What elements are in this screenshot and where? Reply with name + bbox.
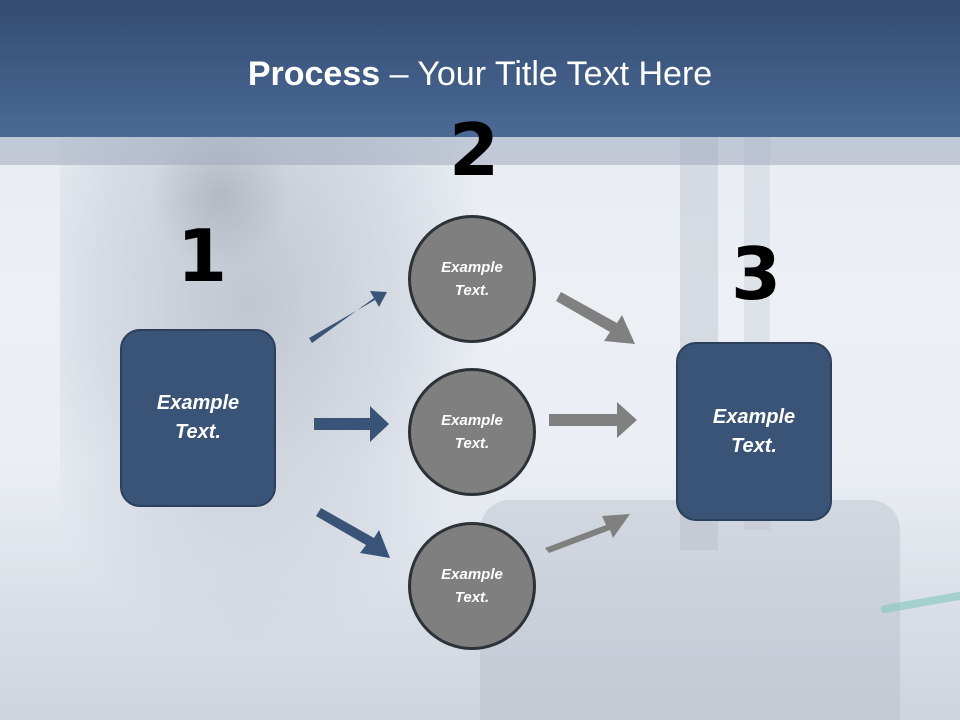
step-2-circle-bottom: Example Text. xyxy=(408,522,536,650)
circle-middle-text: Example Text. xyxy=(441,412,503,452)
step-2-circle-middle: Example Text. xyxy=(408,368,536,496)
arrow-to-bottom-circle xyxy=(316,508,390,558)
slide-title-rest: – Your Title Text Here xyxy=(380,55,713,93)
circle-bottom-text: Example Text. xyxy=(441,566,503,606)
background-machine xyxy=(480,500,900,720)
step-number-1: 1 xyxy=(177,214,228,298)
slide-title-bold: Process xyxy=(247,55,381,93)
title-band-strip xyxy=(0,137,960,165)
step-1-box: Example Text. xyxy=(120,329,276,507)
circle-top-text: Example Text. xyxy=(441,259,503,299)
slide-title: Process – Your Title Text Here xyxy=(0,52,960,96)
arrow-to-top-circle xyxy=(309,291,387,343)
step-3-box: Example Text. xyxy=(676,342,832,521)
arrow-top-to-step-3 xyxy=(556,292,635,344)
step-1-text: Example Text. xyxy=(156,392,240,443)
step-number-2: 2 xyxy=(449,108,500,192)
step-2-circle-top: Example Text. xyxy=(408,215,536,343)
step-3-text: Example Text. xyxy=(712,405,796,457)
step-number-3: 3 xyxy=(731,232,782,316)
arrow-to-middle-circle xyxy=(314,406,389,442)
title-band xyxy=(0,0,960,137)
arrow-bottom-to-step-3 xyxy=(545,514,630,553)
arrow-middle-to-step-3 xyxy=(549,402,637,438)
